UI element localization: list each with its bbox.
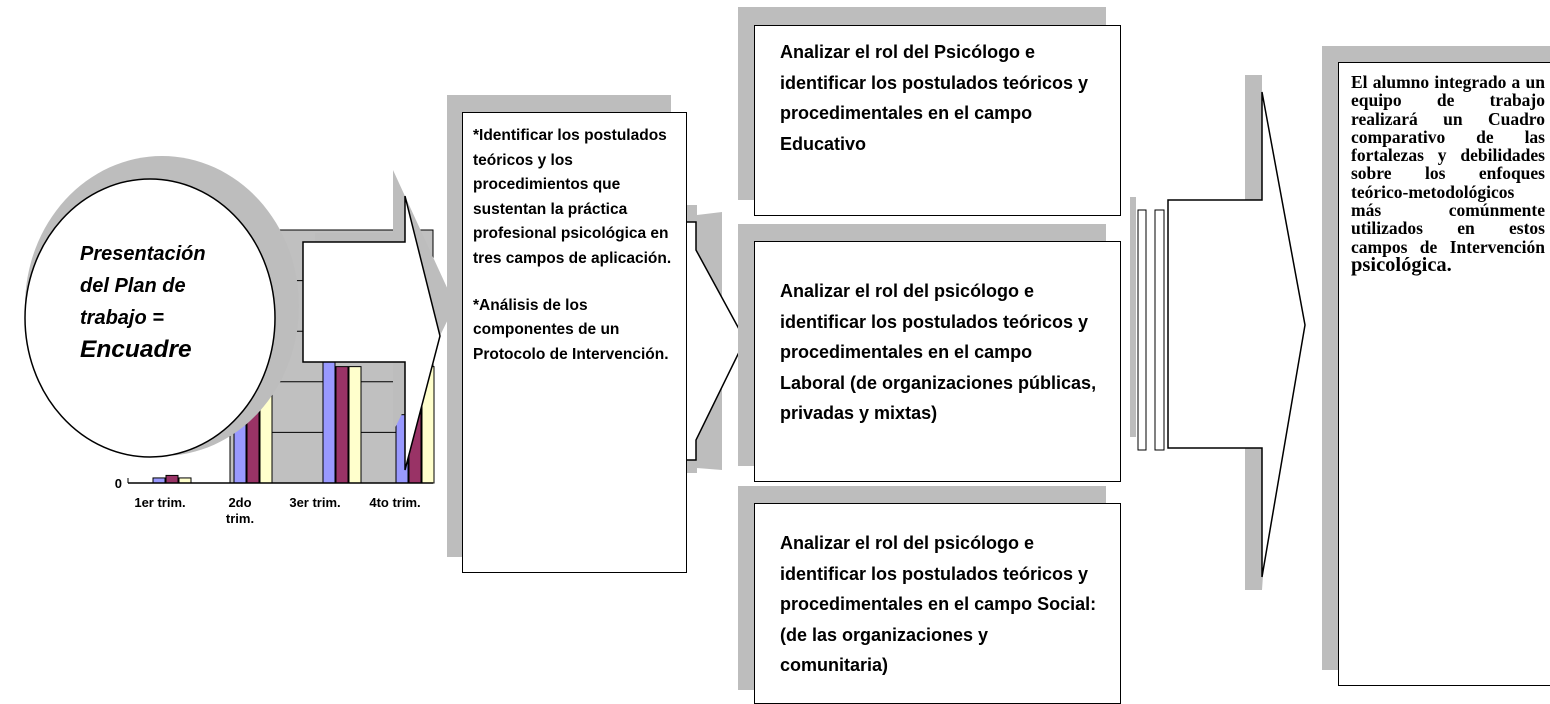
chart-bar bbox=[335, 366, 349, 484]
objective-1: *Identificar los postulados teóricos y l… bbox=[473, 127, 672, 267]
chart-bar bbox=[165, 474, 179, 484]
stripe-shadow-1 bbox=[1130, 197, 1136, 437]
chart-y-tick-label: 0 bbox=[115, 476, 122, 491]
field-box-educativo: Analizar el rol del Psicólogo e identifi… bbox=[754, 25, 1121, 216]
intro-ellipse bbox=[24, 178, 276, 458]
field-1-text: Analizar el rol del Psicólogo e identifi… bbox=[780, 42, 1089, 154]
result-text-last: psicológica. bbox=[1351, 253, 1452, 276]
field-box-social: Analizar el rol del psicólogo e identifi… bbox=[754, 503, 1121, 704]
intro-line-3: trabajo = bbox=[80, 307, 164, 329]
chart-bar bbox=[152, 477, 166, 484]
intro-emphasis: Encuadre bbox=[80, 336, 192, 363]
intro-line-2: del Plan de bbox=[80, 275, 186, 297]
stripe-2 bbox=[1154, 209, 1165, 451]
chart-bar bbox=[178, 477, 192, 484]
field-3-text: Analizar el rol del psicólogo e identifi… bbox=[780, 533, 1097, 675]
chart-x-label: 4to trim. bbox=[369, 495, 420, 510]
chart-x-label: 1er trim. bbox=[134, 495, 185, 510]
result-box: El alumno integrado a un equipo de traba… bbox=[1338, 62, 1550, 686]
stripe-1 bbox=[1137, 209, 1147, 451]
arrow-1 bbox=[302, 195, 441, 471]
intro-text: Presentación del Plan de trabajo = Encua… bbox=[80, 238, 250, 366]
arrow-3 bbox=[1167, 91, 1306, 578]
field-2-text: Analizar el rol del psicólogo e identifi… bbox=[780, 281, 1097, 423]
intro-line-1: Presentación bbox=[80, 243, 206, 265]
result-text: El alumno integrado a un equipo de traba… bbox=[1351, 72, 1545, 257]
objective-2: *Análisis de los componentes de un Proto… bbox=[473, 296, 669, 363]
chart-bar bbox=[348, 366, 362, 484]
chart-x-label: 3er trim. bbox=[289, 495, 340, 510]
field-box-laboral: Analizar el rol del psicólogo e identifi… bbox=[754, 241, 1121, 482]
objectives-box: *Identificar los postulados teóricos y l… bbox=[462, 112, 687, 573]
